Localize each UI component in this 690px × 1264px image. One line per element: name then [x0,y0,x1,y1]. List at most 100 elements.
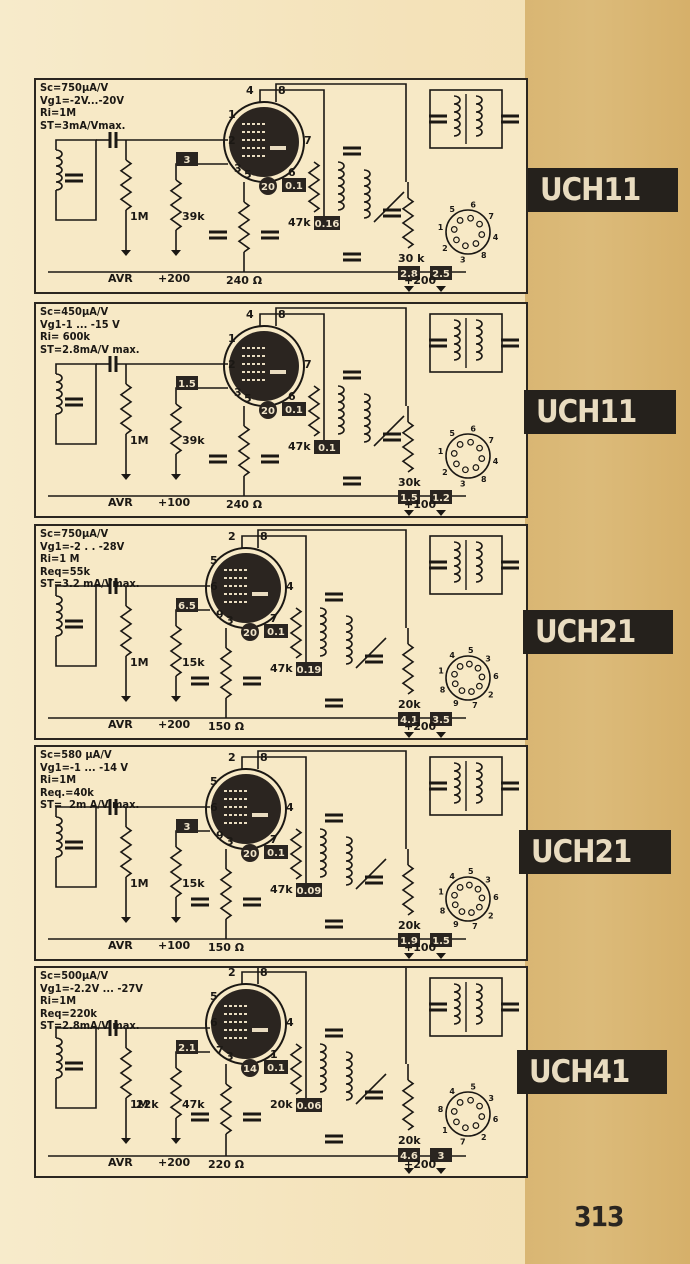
pin-label: 3 [226,1050,234,1063]
input-coil [55,149,63,191]
spec-line: Sc=450µA/V [40,305,109,318]
socket-pin-number: 5 [468,646,474,655]
osc-grid-cap: 0.1 [285,181,303,192]
pin-label: 4 [246,84,254,97]
screen-supply-arrow [171,696,181,702]
anode-decoupling-value-2-box [430,933,452,947]
pin-label: 2 [228,358,236,371]
tube-triode [270,146,286,150]
socket-pin [451,680,459,688]
screen-resistor [169,846,183,898]
osc-trimmer [355,637,387,669]
socket-pin-number: 1 [438,447,444,456]
screen-resistor-label: 39k [182,210,205,223]
screen-wire [175,609,210,626]
tube-body [229,107,299,177]
avr-label: AVR [108,718,133,731]
socket-pin-number: 3 [460,256,466,265]
left-supply-label: +200 [158,272,191,285]
anode-resistor-label: 20k [398,698,421,711]
page-number: 313 [574,1200,625,1233]
osc-grid-cap: 0.1 [267,627,285,638]
right-supply-label: +200 [404,274,437,287]
socket-pin [456,663,464,670]
osc-resistor [289,607,303,659]
pin-label: 1 [228,332,236,345]
socket-pin [456,441,464,448]
osc-coil-2 [345,836,353,886]
pin-label: 3 [234,162,242,175]
if-transformer-frame [429,535,503,595]
spec-line: Sc=750µA/V [40,81,109,94]
osc-coil-1 [319,828,327,878]
tube-body [211,553,281,623]
pin-label: 4 [286,580,294,593]
osc-resistor-label: 20k [270,1098,293,1111]
anode-decoupling-value-2-box [430,712,452,726]
spec-line: Ri=1M [40,106,77,119]
socket-pin-number: 7 [488,212,494,221]
osc-coil-1 [337,161,345,211]
screen-decoupling-value: 3 [184,822,191,833]
anode-decoupling-value-2: 1.5 [432,936,450,947]
screen-resistor-label: 39k [182,434,205,447]
socket-pin [476,444,483,452]
screen-decoupling-value: 3 [184,155,191,166]
anode-decoupling-value-1: 4.6 [400,1151,418,1162]
osc-grid-cap: 0.1 [267,1063,285,1074]
osc-decoupling-value-box [314,440,340,454]
pin-label: 5 [244,392,252,405]
socket-pin [474,664,482,672]
osc-decoupling-value-box [296,883,322,897]
osc-grid-cap-box [282,178,306,192]
socket-pin [472,240,480,247]
osc-resistor-label: 47k [270,883,293,896]
anode-decoupling-value-1-box [398,712,420,726]
socket-pin [468,909,475,916]
anode-decoupling-value-1: 1.9 [400,936,418,947]
input-loop [55,1027,97,1109]
cathode-resistor-label: 220 Ω [208,1158,245,1171]
osc-coil-1 [319,1043,327,1093]
screen-decoupling-value-box [176,598,198,612]
osc-cap-circle [241,623,259,641]
socket-pin-number: 7 [488,436,494,445]
socket-pin [475,903,483,911]
anode-supply-arrow-2 [436,286,446,292]
socket-pin [465,881,473,889]
socket-outline [445,876,491,922]
socket-pin-number: 8 [481,251,487,260]
socket-pin-number: 5 [470,1082,476,1091]
if-secondary [475,541,483,583]
pin-label: 7 [270,833,278,846]
spec-line: Ri=1M [40,773,77,786]
input-coil [55,816,63,858]
pin-label: 9 [216,829,224,842]
osc-resistor [289,828,303,880]
osc-coil-2 [363,393,371,443]
anode-supply-arrow-2 [436,1168,446,1174]
anode-supply-arrow-1 [404,286,414,292]
socket-pin [456,884,464,891]
pin-label: 2 [228,751,236,764]
socket-pin [474,885,482,893]
socket-pin [465,660,473,668]
anode-resistor-label: 20k [398,919,421,932]
osc-grid-cap: 0.1 [267,848,285,859]
pin-label: 7 [270,612,278,625]
osc-resistor [307,385,321,437]
input-coil [55,595,63,637]
osc-coil-2 [345,1051,353,1101]
socket-pin [478,894,486,902]
tube-triode [252,813,268,817]
anode-supply-arrow-1 [404,510,414,516]
socket-pin [472,1122,480,1129]
